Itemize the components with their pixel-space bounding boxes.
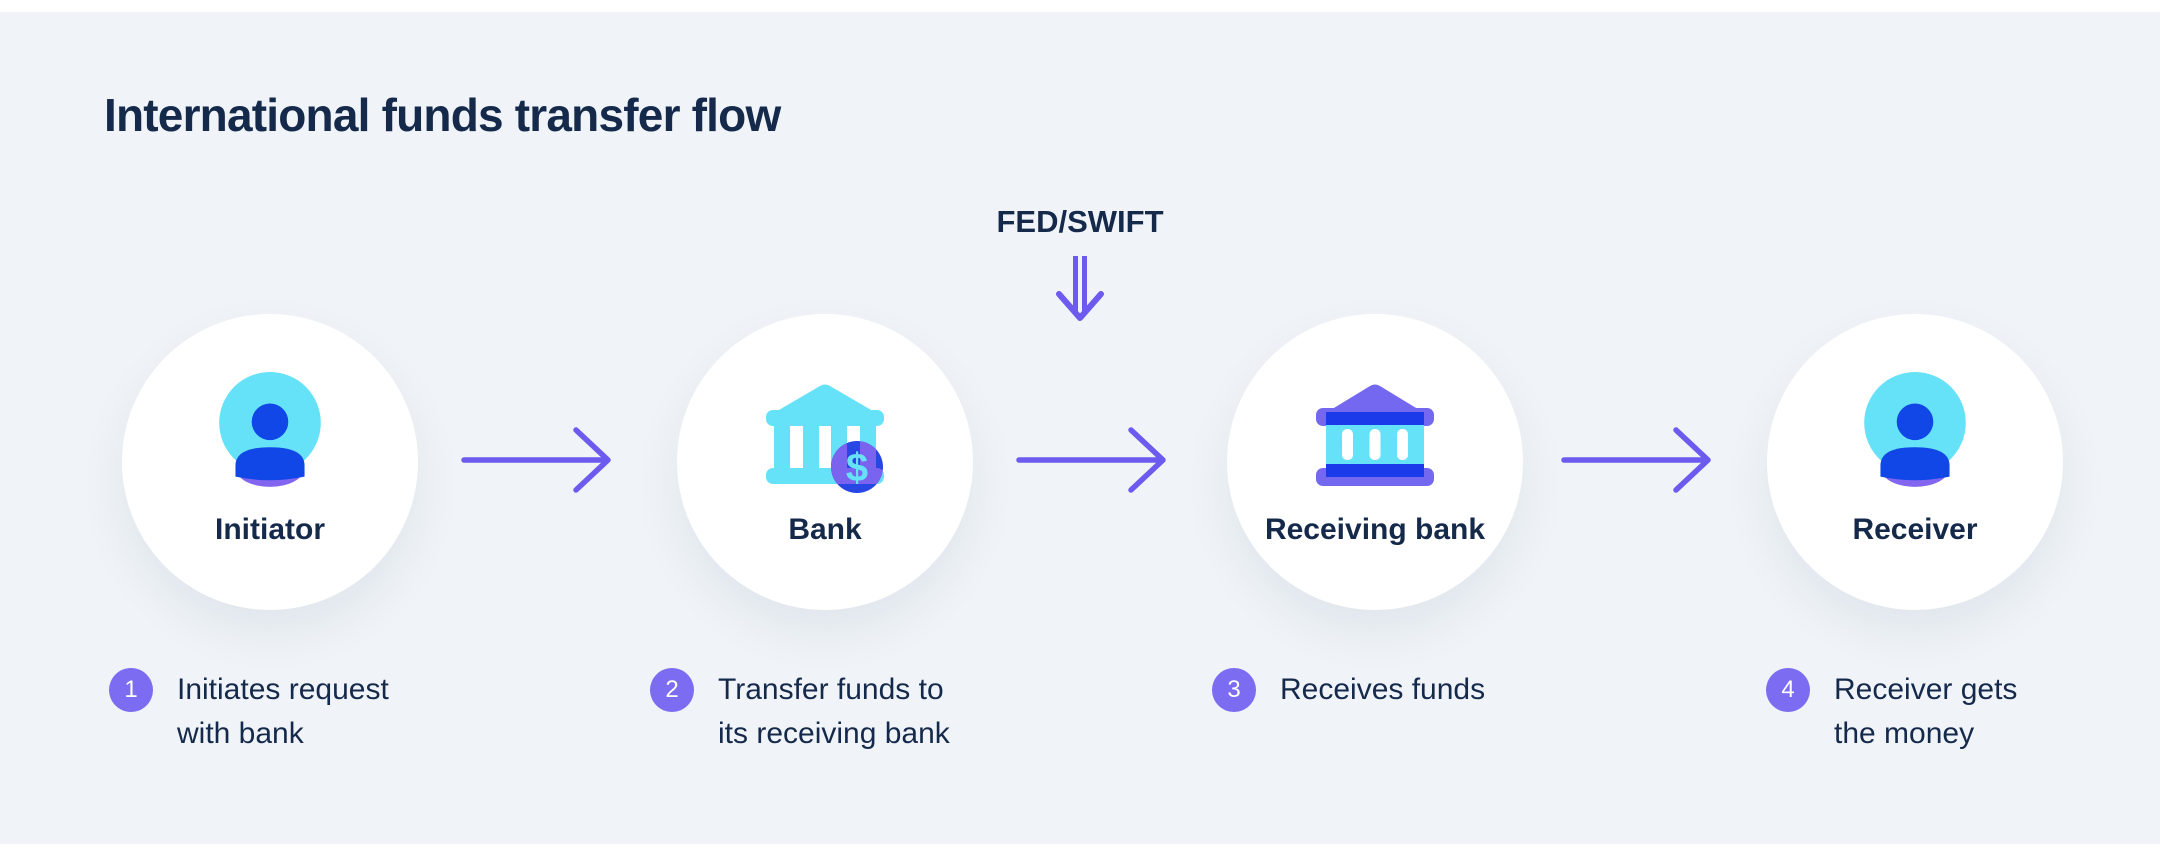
step-number-badge: 1 (109, 668, 153, 712)
dollar-sign: $ (846, 446, 868, 490)
step-text-line: its receiving bank (718, 717, 950, 750)
page-edge-top (0, 0, 2160, 12)
flow-arrow-icon-2 (1016, 427, 1166, 493)
page-title: International funds transfer flow (104, 89, 781, 141)
step-text: Receives funds (1280, 668, 1485, 712)
step-item-4: 4 Receiver gets the money (1766, 668, 2017, 756)
step-text-line: Receives funds (1280, 673, 1486, 706)
step-item-3: 3 Receives funds (1212, 668, 1485, 712)
step-text-line: Transfer funds to (718, 673, 944, 706)
node-receiver: Receiver (1767, 314, 2063, 610)
node-receiving-bank: Receiving bank (1227, 314, 1523, 610)
flow-arrow-icon-3 (1561, 427, 1711, 493)
person-icon (219, 372, 321, 487)
node-initiator: Initiator (122, 314, 418, 610)
fedswift-label: FED/SWIFT (996, 204, 1164, 239)
bank-icon (1316, 384, 1434, 486)
step-text-line: Initiates request (177, 673, 389, 706)
node-label: Bank (788, 513, 862, 546)
fedswift-down-arrow-icon (1056, 256, 1104, 321)
person-icon (1864, 372, 1966, 487)
flow-arrow-icon-1 (461, 427, 611, 493)
step-text: Transfer funds to its receiving bank (718, 668, 950, 756)
node-bank: $ Bank (677, 314, 973, 610)
page-edge-bottom (0, 844, 2160, 852)
step-text-line: with bank (177, 717, 304, 750)
step-text-line: Receiver gets (1834, 673, 2018, 706)
bank-dollar-icon: $ (766, 384, 884, 493)
step-number-badge: 4 (1766, 668, 1810, 712)
node-label: Receiving bank (1264, 513, 1486, 546)
node-label: Receiver (1852, 513, 1978, 546)
step-item-2: 2 Transfer funds to its receiving bank (650, 668, 950, 756)
step-number-badge: 2 (650, 668, 694, 712)
step-item-1: 1 Initiates request with bank (109, 668, 389, 756)
step-text-line: the money (1834, 717, 1975, 750)
step-text: Initiates request with bank (177, 668, 389, 756)
step-number-badge: 3 (1212, 668, 1256, 712)
step-text: Receiver gets the money (1834, 668, 2017, 756)
node-label: Initiator (215, 513, 325, 546)
